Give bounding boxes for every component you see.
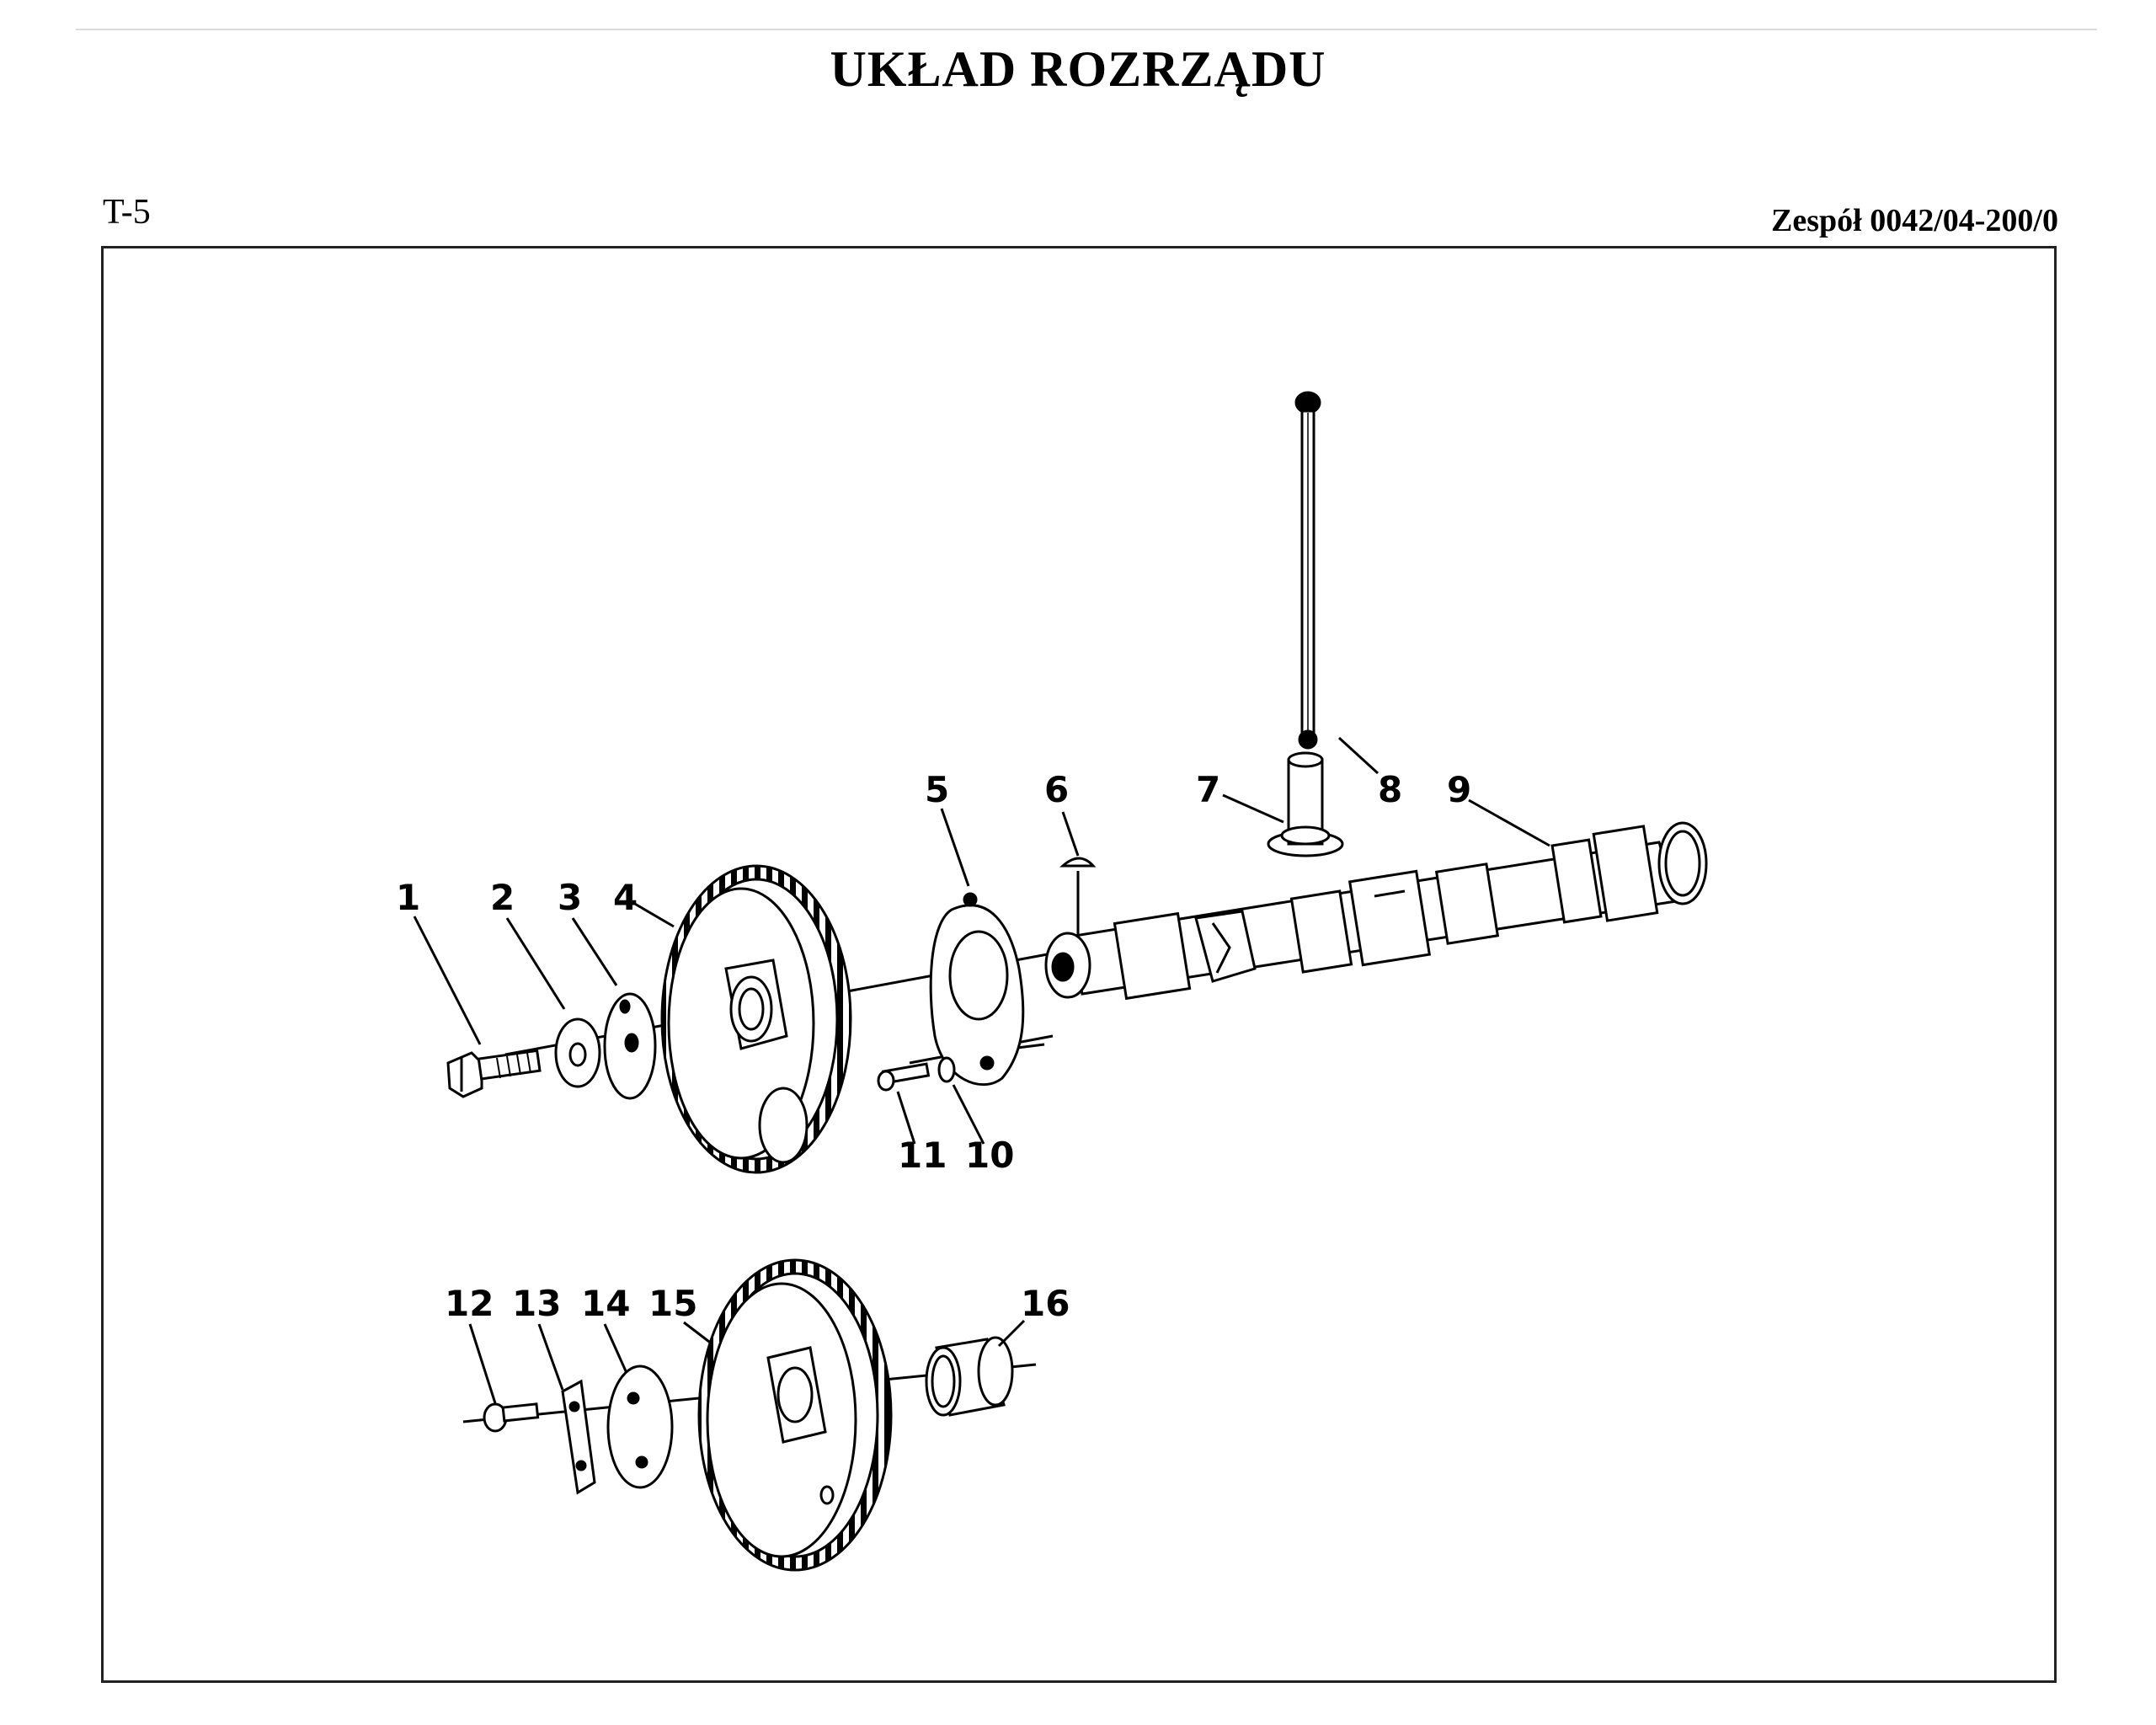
part-3-plate — [603, 992, 657, 1100]
assembly-reference: Zespół 0042/04-200/0 — [1771, 203, 2058, 238]
top-rule — [76, 29, 2097, 30]
callout-5: 5 — [925, 769, 949, 810]
part-13-lock-plate — [561, 1379, 596, 1495]
page-code: T-5 — [103, 193, 151, 232]
callout-8: 8 — [1378, 769, 1402, 810]
callout-4: 4 — [613, 877, 638, 918]
callout-10: 10 — [965, 1135, 1014, 1176]
callout-11: 11 — [898, 1135, 947, 1176]
page-title: UKŁAD ROZRZĄDU — [830, 41, 1326, 97]
part-6-key — [1059, 857, 1097, 935]
diagram-frame — [101, 246, 2057, 1683]
part-4-camshaft-gear — [660, 864, 852, 1174]
part-1-bolt — [446, 1049, 542, 1098]
part-7-tappet — [1267, 751, 1344, 857]
part-10-spring-washer — [937, 1056, 956, 1083]
part-16-bushing — [925, 1336, 1014, 1417]
callout-7: 7 — [1196, 769, 1220, 810]
callout-15: 15 — [648, 1283, 697, 1324]
leader-lines — [413, 736, 1550, 1404]
part-9-camshaft — [1044, 821, 1708, 1001]
callout-labels: 1 2 3 4 5 6 7 8 9 10 11 12 13 14 15 16 — [396, 769, 1471, 1324]
callout-12: 12 — [445, 1283, 494, 1324]
part-14-plate — [606, 1365, 674, 1489]
callout-2: 2 — [490, 877, 515, 918]
callout-16: 16 — [1021, 1283, 1070, 1324]
callout-6: 6 — [1044, 769, 1069, 810]
callout-13: 13 — [512, 1283, 561, 1324]
part-15-gear — [697, 1258, 893, 1572]
callout-1: 1 — [396, 877, 420, 918]
part-11-screw — [877, 1062, 931, 1092]
part-8-push-rod — [1294, 391, 1321, 750]
part-12-bolt — [483, 1402, 540, 1433]
callout-9: 9 — [1447, 769, 1471, 810]
callout-3: 3 — [558, 877, 582, 918]
part-5-thrust-plate — [929, 892, 1025, 1087]
part-2-washer — [554, 1017, 601, 1088]
callout-14: 14 — [581, 1283, 630, 1324]
